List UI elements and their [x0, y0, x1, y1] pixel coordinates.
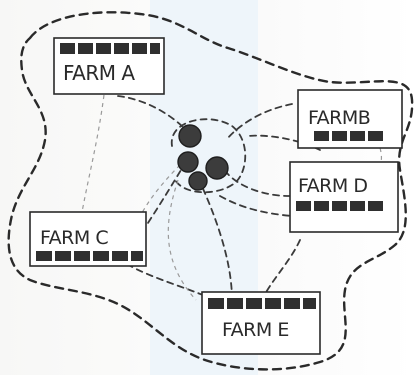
farm-c-label: FARM C [40, 227, 108, 249]
farm-c-cell-6 [131, 251, 143, 261]
farm-d-cell-4 [350, 201, 365, 211]
farm-d-node: FARM D [289, 161, 399, 233]
farm-a-label: FARM A [63, 61, 135, 85]
farm-d-cell-2 [314, 201, 329, 211]
farm-d-stripe [296, 201, 383, 211]
link-farm-a-hub [117, 95, 189, 133]
farm-b-node: FARMB [297, 89, 403, 149]
farm-b-cell-3 [350, 131, 365, 141]
farm-c-stripe [36, 251, 143, 261]
farm-a-node: FARM A [53, 37, 165, 95]
farm-a-cell-2 [78, 43, 93, 54]
farm-e-cell-1 [208, 298, 224, 309]
hub-cluster [177, 124, 229, 191]
link-farm-d-hub [225, 171, 291, 197]
farm-d-cell-3 [332, 201, 347, 211]
farm-a-cell-6 [150, 43, 160, 54]
link-farm-e-hub [199, 181, 233, 301]
farm-d-cell-5 [368, 201, 383, 211]
farm-b-cell-4 [368, 131, 383, 141]
farm-e-stripe [208, 298, 316, 309]
faint-link-hub-e [167, 179, 197, 301]
farm-a-cell-5 [132, 43, 147, 54]
farm-a-stripe [60, 43, 160, 54]
link-farm-d-farm-e [261, 239, 301, 301]
hub-node-right [205, 156, 229, 180]
farm-a-cell-4 [114, 43, 129, 54]
farm-a-cell-3 [96, 43, 111, 54]
farm-c-cell-2 [55, 251, 71, 261]
farm-c-cell-5 [112, 251, 128, 261]
farm-d-cell-1 [296, 201, 311, 211]
link-hub-ring [171, 118, 247, 194]
hub-node-left [177, 151, 199, 173]
farm-e-cell-3 [246, 298, 262, 309]
farm-e-cell-5 [284, 298, 300, 309]
farm-b-cell-1 [314, 131, 329, 141]
farm-c-cell-3 [74, 251, 90, 261]
farm-e-label: FARM E [222, 319, 289, 341]
faint-link-a-c [81, 94, 105, 213]
farm-e-node: FARM E [201, 291, 321, 355]
farm-e-cell-6 [303, 298, 316, 309]
network-boundary [7, 11, 414, 371]
farm-d-box [289, 161, 399, 233]
farm-c-node: FARM C [29, 211, 147, 267]
farm-b-cell-2 [332, 131, 347, 141]
link-hub-farm-d-low [219, 195, 293, 217]
farm-a-cell-1 [60, 43, 75, 54]
farm-e-cell-2 [227, 298, 243, 309]
link-farm-b-hub [225, 103, 293, 141]
farm-c-cell-4 [93, 251, 109, 261]
hub-node-bottom [188, 171, 208, 191]
farm-d-label: FARM D [298, 175, 367, 197]
farm-e-cell-4 [265, 298, 281, 309]
farm-b-label: FARMB [308, 107, 370, 129]
hub-node-top [178, 124, 202, 148]
farm-b-stripe [314, 131, 383, 141]
link-farm-c-farm-e [117, 257, 211, 299]
farm-c-cell-1 [36, 251, 52, 261]
